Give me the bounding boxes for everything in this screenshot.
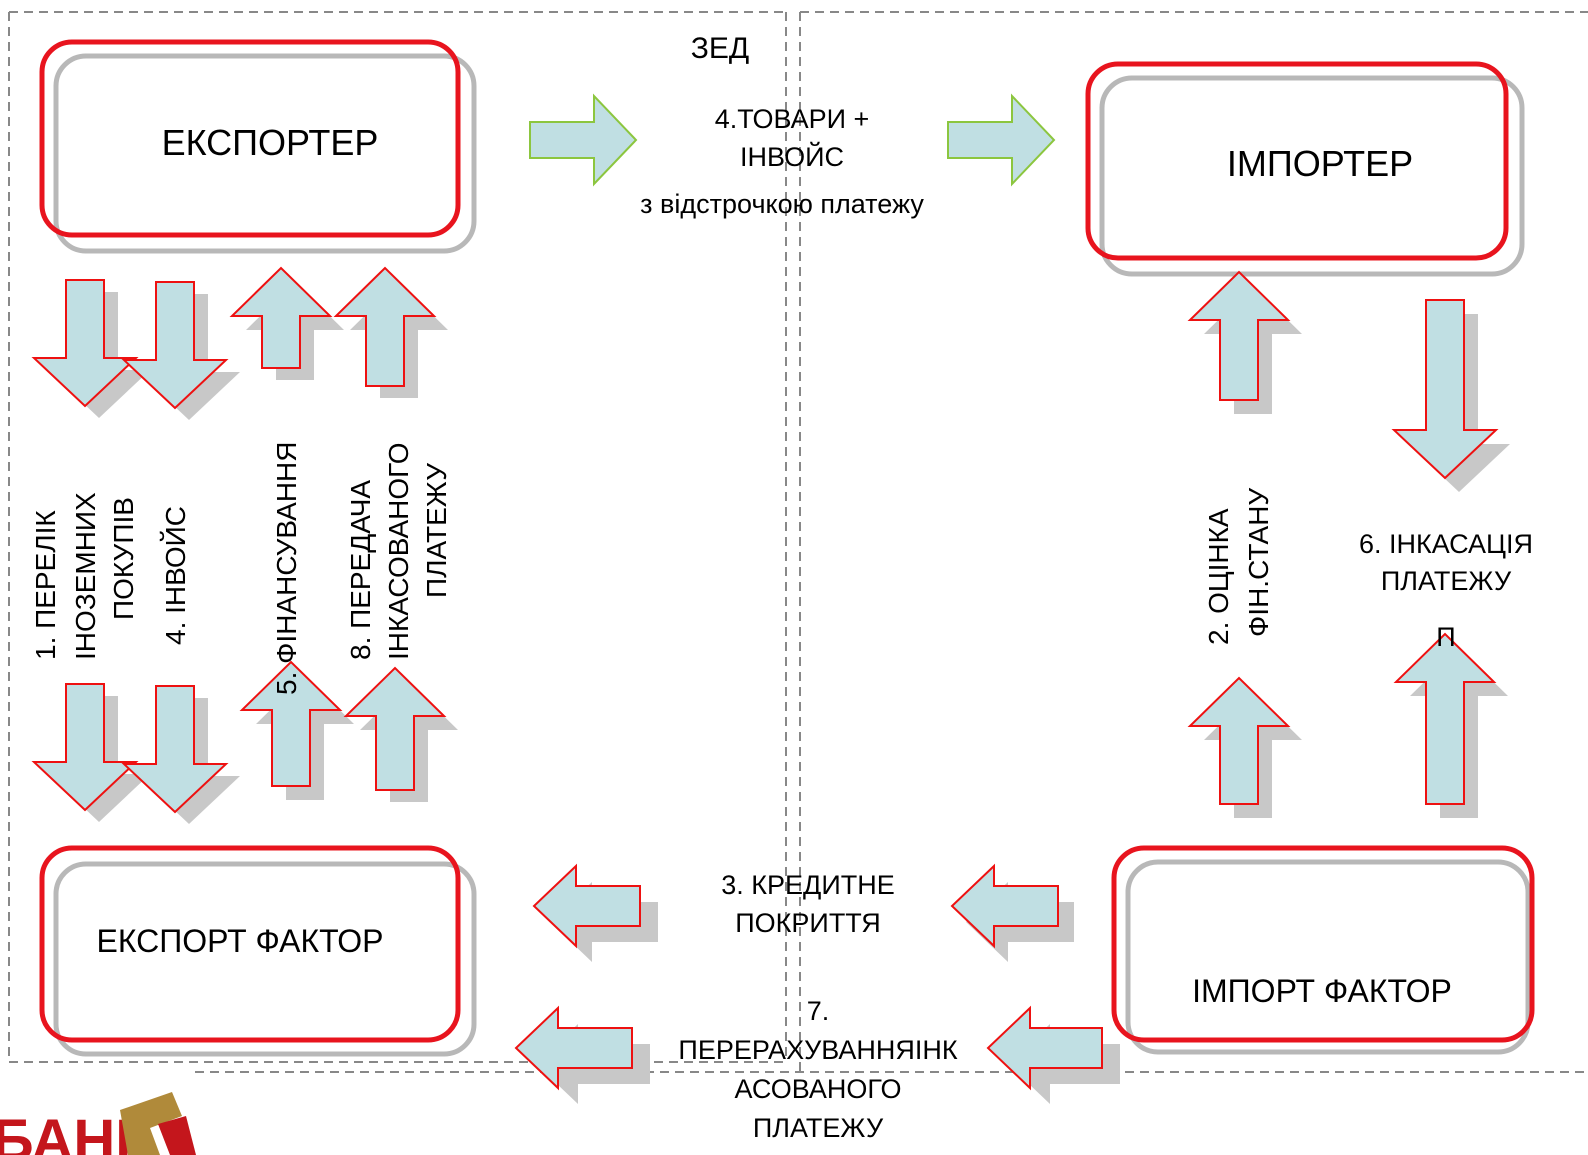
exporter-box: ЕКСПОРТЕР [39,39,477,254]
list-line1: 1. ПЕРЕЛІК [30,510,61,660]
transfer-arrow-top [333,266,448,398]
logo-emblem [120,1092,182,1155]
collection-arrow-down [1391,299,1510,492]
goods-line3: з відстрочкою платежу [640,189,924,219]
invoice-label: 4. ІНВОЙС [160,506,191,645]
collection-line1: 6. ІНКАСАЦІЯ [1359,529,1533,559]
financing-arrow-bottom [239,660,354,800]
export-factor-label: ЕКСПОРТ ФАКТОР [97,923,384,959]
collection-arrow-up [1393,632,1508,818]
collection-line2: ПЛАТЕЖУ [1381,566,1512,596]
assessment-arrow-top [1187,270,1302,414]
transfer-flow-label: 7. ПЕРЕРАХУВАННЯІНК АСОВАНОГО ПЛАТЕЖУ [678,996,957,1143]
importer-box: ІМПОРТЕР [1085,61,1525,277]
list-arrow-bottom [31,683,150,822]
list-line2: ІНОЗЕМНИХ [70,492,101,660]
assessment-label: 2. ОЦІНКА ФІН.СТАНУ [1203,488,1274,645]
export-factor-box: ЕКСПОРТ ФАКТОР [39,845,477,1057]
zed-label: ЗЕД [691,32,749,65]
list-line3: ПОКУПІВ [108,497,139,620]
financing-label: 5. ФІНАНСУВАННЯ [271,442,302,695]
assessment-line2: ФІН.СТАНУ [1243,488,1274,637]
list-arrow-top [31,279,150,418]
financing-text: 5. ФІНАНСУВАННЯ [271,442,302,695]
collection-flow-label: 6. ІНКАСАЦІЯ ПЛАТЕЖУ П [1359,529,1533,652]
import-factor-box: ІМПОРТ ФАКТОР [1111,845,1535,1055]
credit-arrow-right [950,863,1074,962]
goods-line2: ІНВОЙС [740,141,844,172]
credit-line2: ПОКРИТТЯ [735,908,880,938]
import-factor-label: ІМПОРТ ФАКТОР [1192,973,1452,1009]
transfer-line4: ПЛАТЕЖУ [753,1113,884,1143]
goods-flow-label: 4.ТОВАРИ + ІНВОЙС з відстрочкою платежу [640,104,924,219]
goods-arrow-left [529,93,638,187]
transfer-v-line3: ПЛАТЕЖУ [421,463,452,598]
credit-flow-label: 3. КРЕДИТНЕ ПОКРИТТЯ [721,870,894,938]
exporter-label: ЕКСПОРТЕР [162,122,379,163]
financing-arrow-top [229,266,344,380]
invoice-text: 4. ІНВОЙС [160,506,191,645]
transfer-line2: ПЕРЕРАХУВАННЯІНК [678,1035,957,1065]
transfer-arrow-left [514,1005,650,1104]
goods-line1: 4.ТОВАРИ + [715,104,870,134]
importer-label: ІМПОРТЕР [1227,143,1413,184]
transfer-v-line1: 8. ПЕРЕДАЧА [345,480,376,660]
collection-line3: П [1436,622,1455,652]
list-label: 1. ПЕРЕЛІК ІНОЗЕМНИХ ПОКУПІВ [30,492,139,660]
invoice-arrow-top [121,281,240,420]
transfer-line1: 7. [807,996,830,1026]
assessment-arrow-bottom [1187,676,1302,818]
goods-arrow-right [947,93,1056,187]
dashed-frames [8,11,1588,1073]
transfer-label: 8. ПЕРЕДАЧА ІНКАСОВАНОГО ПЛАТЕЖУ [345,442,452,660]
invoice-arrow-bottom [121,685,240,824]
transfer-arrow-bottom [343,666,458,802]
transfer-arrow-right [986,1005,1120,1104]
credit-arrow-left [532,863,658,962]
bank-logo: БАНК [0,1092,196,1155]
credit-line1: 3. КРЕДИТНЕ [721,870,894,900]
transfer-line3: АСОВАНОГО [734,1074,901,1104]
transfer-v-line2: ІНКАСОВАНОГО [383,442,414,660]
assessment-line1: 2. ОЦІНКА [1203,508,1234,645]
